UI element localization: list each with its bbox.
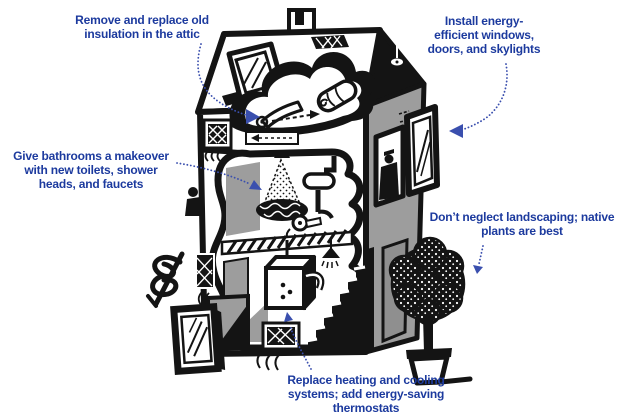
attic-vent-icon [202,118,233,162]
annotation-windows: Install energy- efficient windows, doors… [384,14,584,56]
person-silhouette-icon [185,187,203,216]
windows-arrow [460,63,508,131]
annotation-line: doors, and skylights [427,42,541,56]
interior-cutaway [195,148,374,371]
annotation-line: Remove and replace old [75,13,209,27]
annotation-landscaping: Don’t neglect landscaping; native plants… [402,210,630,238]
plant-pot-icon [406,348,473,386]
attic-cutaway [200,51,376,162]
annotation-line: thermostats [332,401,400,415]
annotation-line: insulation in the attic [84,27,200,41]
bathroom-wall [226,162,260,236]
airflow-arrow-left [245,131,299,145]
new-window-icon [398,104,440,197]
dollar-scribble-icon [146,251,185,308]
annotation-line: heads, and faucets [38,177,144,191]
annotation-line: Don’t neglect landscaping; native [429,210,615,224]
callout-arrows [176,43,508,370]
window-installation [373,104,440,208]
annotation-heating: Replace heating and cooling systems; add… [246,373,486,415]
roof-vent-icon [311,35,349,49]
callout-arrowheads [246,109,483,322]
annotation-line: Install energy- [444,14,524,28]
annotation-line: plants are best [481,224,563,238]
leaning-window-icon [170,302,226,376]
annotation-bathroom: Give bathrooms a makeover with new toile… [0,149,182,191]
sink-icon [302,156,337,220]
furnace-icon [264,240,325,310]
annotation-line: systems; add energy-saving [287,387,445,401]
annotation-line: efficient windows, [434,28,534,42]
annotation-line: with new toilets, shower [24,163,158,177]
landscaping-arrow [478,245,484,265]
annotation-attic: Remove and replace old insulation in the… [17,13,267,41]
floor-vent-icon [256,321,301,371]
bathroom-arrow [176,162,251,185]
annotation-line: Give bathrooms a makeover [13,149,169,163]
person-window [373,124,406,208]
insulation-roll-icon [316,79,358,113]
shower-icon [256,150,308,221]
airflow-arrow-right [271,110,320,122]
staircase-icon [305,247,374,350]
attic-arrow [197,43,247,116]
lamp-icon [391,34,403,66]
annotation-line: Replace heating and cooling [287,373,445,387]
ceiling-lamp-icon [321,238,340,269]
tree-icon [388,236,473,386]
